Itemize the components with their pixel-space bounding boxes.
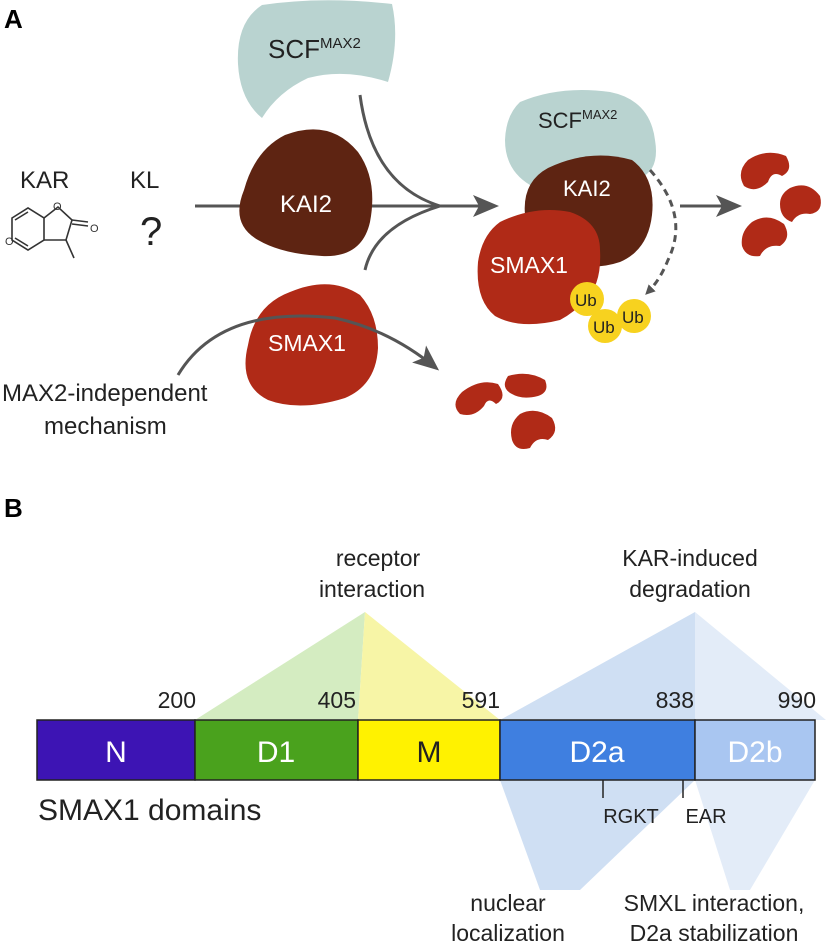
- receptor-region-green: [195, 612, 365, 720]
- kar-induced-line1: KAR-induced: [622, 545, 758, 571]
- domain-d2a-label: D2a: [569, 736, 624, 769]
- ear-label: EAR: [685, 806, 726, 828]
- domain-d2a: [499, 719, 696, 781]
- karrikin-oxygen-furan-label: O: [53, 201, 62, 213]
- degraded-smax1-fragments-right: [740, 152, 821, 257]
- kar-induced-line2: degradation: [629, 576, 751, 602]
- ub-label-1: Ub: [575, 291, 597, 310]
- panel-a-label: A: [4, 4, 23, 34]
- kl-unknown-symbol: ?: [140, 210, 162, 254]
- ubiquitination-dashed-arrow: [645, 169, 678, 295]
- domain-bar: [36, 719, 816, 781]
- nuclear-localization-line1: nuclear: [470, 890, 546, 916]
- ub-label-3: Ub: [622, 308, 644, 327]
- kai2-label: KAI2: [280, 191, 332, 218]
- domain-d2b-label: D2b: [727, 736, 782, 769]
- domain-n-label: N: [105, 736, 127, 769]
- karrikin-oxygen-ring-label: O: [5, 236, 14, 248]
- nuclear-localization-line2: localization: [451, 920, 565, 946]
- ub-label-2: Ub: [593, 318, 615, 337]
- domain-d1: [194, 719, 359, 781]
- boundary-200: 200: [158, 687, 196, 713]
- kai2-protein: KAI2: [239, 129, 373, 257]
- smxl-interaction-line1: SMXL interaction,: [624, 890, 805, 916]
- max2-independent-line2: mechanism: [44, 413, 167, 440]
- max2-independent-arrow: [176, 314, 440, 376]
- degradation-region-d2a: [500, 612, 695, 720]
- kl-label: KL: [130, 167, 159, 194]
- kai2-complex-label: KAI2: [563, 176, 611, 201]
- receptor-interaction-line2: interaction: [319, 576, 425, 602]
- boundary-591: 591: [462, 687, 500, 713]
- domain-d1-label: D1: [257, 736, 295, 769]
- smxl-interaction-region: [695, 780, 815, 890]
- karrikin-structure-icon: [11, 205, 89, 259]
- domain-m: [357, 719, 501, 781]
- panel-b-label: B: [4, 493, 23, 523]
- receptor-region-yellow: [358, 612, 500, 720]
- karrikin-oxygen-carbonyl-label: O: [90, 223, 99, 235]
- receptor-interaction-line1: receptor: [336, 545, 421, 571]
- boundary-990: 990: [778, 687, 816, 713]
- domain-n: [36, 719, 196, 781]
- nuclear-localization-region: [500, 780, 695, 890]
- smax1-protein: SMAX1: [245, 284, 378, 406]
- scf-right-label: SCFMAX2: [538, 107, 617, 133]
- smxl-interaction-line2: D2a stabilization: [630, 920, 799, 946]
- rgkt-label: RGKT: [603, 806, 659, 828]
- smax1-label: SMAX1: [268, 330, 346, 356]
- max2-independent-line1: MAX2-independent: [2, 380, 208, 407]
- domain-d2b: [694, 719, 816, 781]
- degradation-region-d2b: [695, 612, 826, 720]
- scf-complex-top: SCFMAX2: [237, 0, 396, 119]
- kar-label: KAR: [20, 167, 69, 194]
- smax1-complex-label: SMAX1: [490, 252, 568, 278]
- smax1-domains-title: SMAX1 domains: [38, 794, 261, 827]
- domain-m-label: M: [417, 736, 442, 769]
- degraded-smax1-fragments-bottom: [455, 373, 556, 449]
- scf-top-label: SCFMAX2: [268, 34, 361, 64]
- boundary-838: 838: [656, 687, 694, 713]
- smax1-protein-complex: SMAX1: [477, 209, 601, 325]
- ubiquitin-chain: Ub Ub Ub: [570, 282, 651, 343]
- boundary-405: 405: [318, 687, 356, 713]
